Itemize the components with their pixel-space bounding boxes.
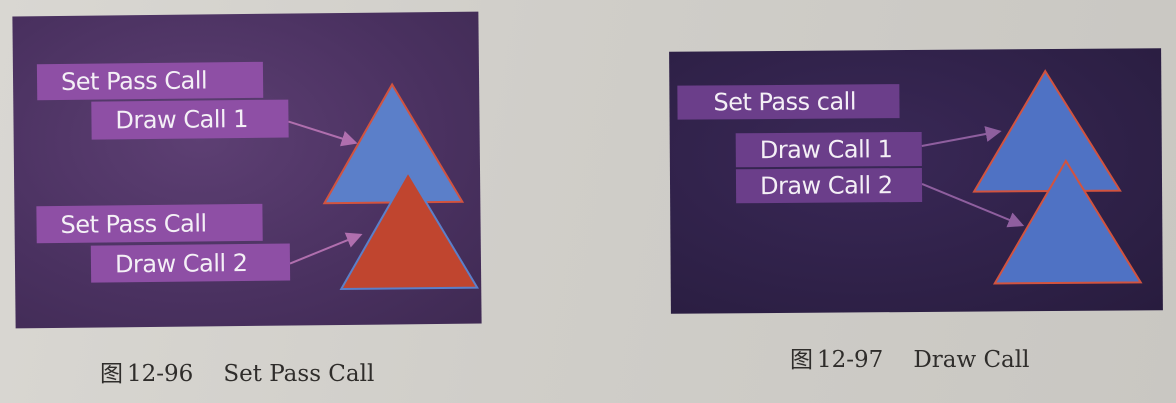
- arrow-draw-call-1: [921, 126, 1002, 147]
- figure-96-graphics: [288, 82, 479, 291]
- blue-triangle-1: [972, 69, 1122, 193]
- draw-call-1-label: Draw Call 1: [735, 131, 922, 168]
- arrow-draw-call-1: [288, 120, 358, 147]
- blue-triangle-2: [992, 159, 1143, 285]
- draw-call-1-label: Draw Call 1: [91, 99, 289, 140]
- set-pass-call-label: Set Pass call: [677, 84, 900, 120]
- caption-text: Set Pass Call: [223, 361, 375, 387]
- set-pass-call-label-2: Set Pass Call: [36, 203, 263, 244]
- caption-text: Draw Call: [913, 347, 1030, 373]
- caption-prefix: 图: [100, 361, 123, 387]
- caption-number: 12-97: [817, 347, 884, 373]
- draw-call-2-label: Draw Call 2: [735, 167, 923, 204]
- caption-prefix: 图: [790, 347, 813, 373]
- set-pass-call-label-1: Set Pass Call: [36, 61, 264, 101]
- red-triangle: [339, 170, 479, 291]
- arrow-draw-call-2: [289, 232, 363, 265]
- caption-number: 12-96: [127, 361, 194, 387]
- figure-set-pass-call: Set Pass Call Draw Call 1 Set Pass Call …: [12, 11, 482, 329]
- draw-call-2-label: Draw Call 2: [90, 243, 291, 283]
- figure-draw-call: Set Pass call Draw Call 1 Draw Call 2: [669, 48, 1163, 314]
- blue-triangle: [322, 82, 465, 205]
- arrow-draw-call-2: [921, 183, 1025, 228]
- figure-97-graphics: [921, 69, 1143, 285]
